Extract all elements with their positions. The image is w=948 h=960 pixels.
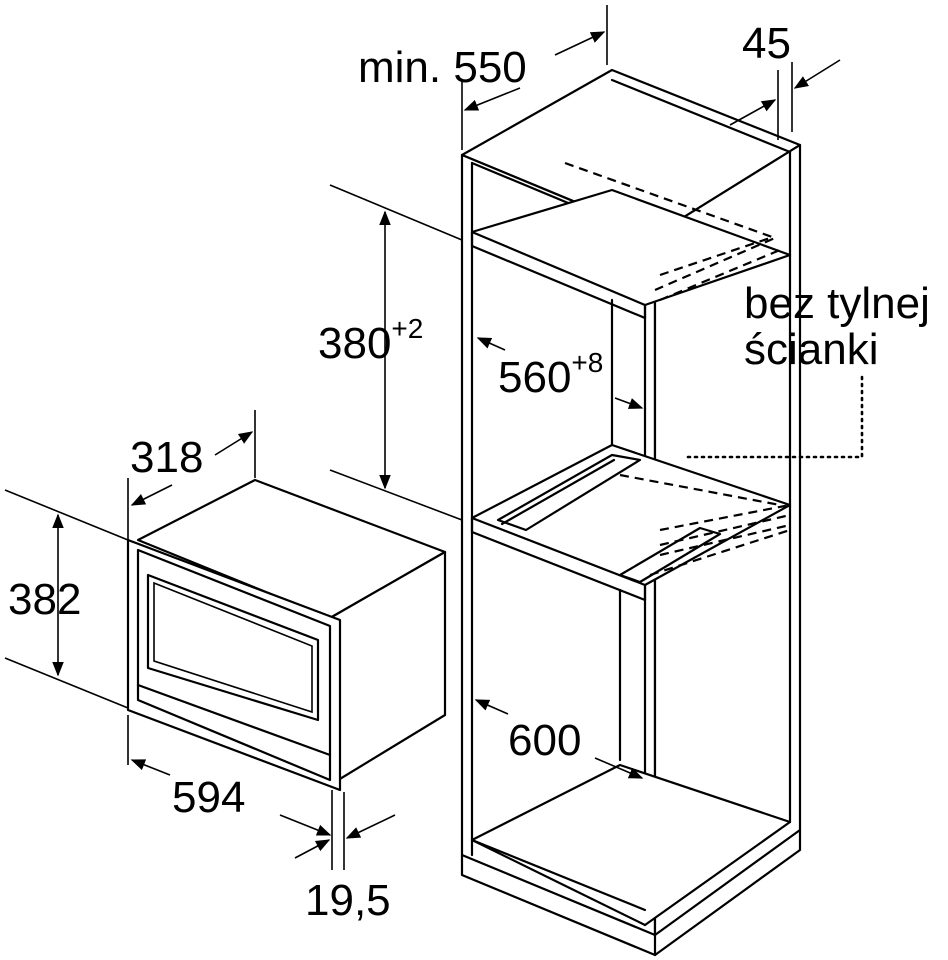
built-in-device [126, 478, 447, 792]
device-width-label: 594 [172, 773, 245, 822]
no-back-wall-line1: bez tylnej [744, 279, 930, 328]
device-height-label: 382 [8, 575, 81, 624]
panel-thickness-label: 45 [742, 19, 791, 68]
tall-cabinet [460, 68, 802, 957]
dimension-labels: min. 550 45 380+2 560+8 bez tylnej ścian… [8, 19, 930, 925]
device-depth-label: 318 [130, 433, 203, 482]
cabinet-depth-label: 600 [508, 716, 581, 765]
niche-height-label: 380+2 [318, 313, 423, 368]
niche-width-label: 560+8 [498, 347, 603, 402]
min-width-label: min. 550 [358, 43, 527, 92]
dimension-lines [4, 5, 864, 870]
front-thickness-label: 19,5 [305, 876, 391, 925]
no-back-wall-line2: ścianki [744, 325, 879, 374]
